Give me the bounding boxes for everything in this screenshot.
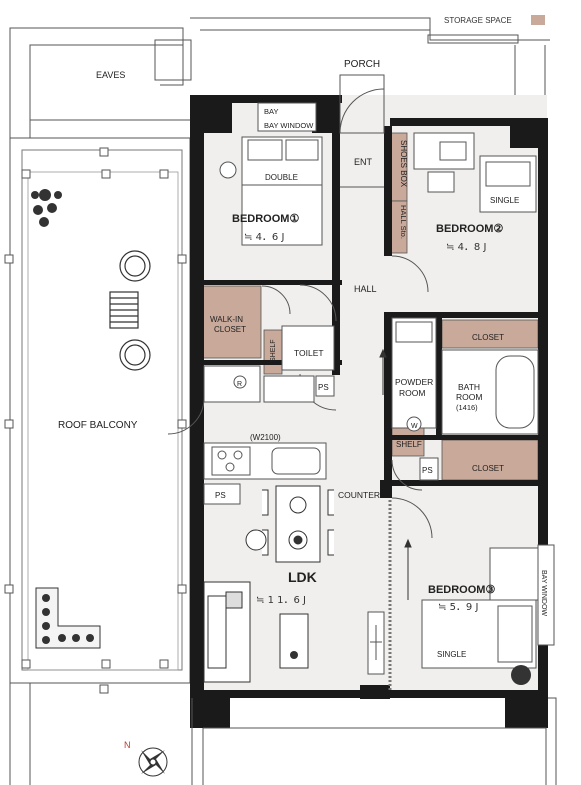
tv-board [367,611,385,675]
single-bed-3-label: SINGLE [437,650,466,659]
bay-window-right [537,544,555,646]
legend-swatch [531,15,545,25]
walk-in-closet-label-2: CLOSET [214,325,246,334]
ps-label-1: PS [318,383,329,392]
bedroom3-label: BEDROOM③ [428,584,495,596]
bottom-balcony [191,697,557,785]
bath-room-label-3: (1416) [456,403,478,412]
storage-areas [202,132,539,481]
bay-window-top-label: BAY WINDOW [264,121,314,130]
dining-set [245,485,334,563]
hall-sto-label: HALL Sto. [399,205,408,239]
roof-balcony-label: ROOF BALCONY [58,420,138,431]
laundry-area [203,365,335,403]
porch-label: PORCH [344,59,380,70]
hall-label: HALL [354,284,377,294]
r-mark: R [237,381,242,388]
bedroom3-furniture [421,547,539,669]
compass-icon [138,747,168,777]
ps-box-2 [419,457,439,481]
porch [339,74,385,188]
closet-3-label: CLOSET [472,464,504,473]
kitchen-width-label: (W2100) [250,433,281,442]
ps-label-3: PS [215,491,226,500]
double-bed-label: DOUBLE [265,173,298,182]
compass-n-label: N [124,740,131,750]
ldk-label: LDK [288,569,317,585]
ldk-area: ≒ 1 1．6 J [256,595,306,606]
bedroom2-area: ≒ 4．8 J [446,242,486,253]
plant-ldk [290,651,298,659]
ent-label: ENT [354,157,373,167]
bath-room-label-2: ROOM [456,392,482,402]
powder-room [391,317,437,432]
walls [190,95,548,728]
bedroom3-arrow [404,538,412,600]
legend-label: STORAGE SPACE [444,16,512,25]
kitchen [203,442,327,505]
bedroom3-area: ≒ 5．9 J [438,602,478,613]
single-bed-2-label: SINGLE [490,196,519,205]
coffee-table [279,613,309,669]
roof-balcony [4,137,191,694]
bedroom1-label: BEDROOM① [232,213,299,225]
toilet-room [281,325,335,371]
bay-window-top-label-1: BAY [264,107,278,116]
bedroom2-label: BEDROOM② [436,223,503,235]
double-bed [219,136,323,246]
bath-room [441,349,539,435]
bay-window-top [257,102,317,132]
plant-bedroom3 [511,665,531,685]
powder-room-label-1: POWDER [395,377,433,387]
ps-label-2: PS [422,466,433,475]
counter-label: COUNTER [338,490,380,500]
toilet-shelf-label: SHELF [270,339,277,362]
bath-room-label-1: BATH [458,382,480,392]
bay-window-right-label: BAY WINDOW [540,570,547,616]
shoes-box-label: SHOES BOX [399,140,408,188]
powder-room-label-2: ROOM [399,388,425,398]
closet-2-label: CLOSET [472,333,504,342]
powder-shelf-label: SHELF [396,440,422,449]
walk-in-closet-label-1: WALK-IN [210,315,243,324]
bedroom1-area: ≒ 4．6 J [244,232,284,243]
sofa [203,581,251,683]
eaves-label: EAVES [96,70,125,80]
w-mark: W [411,423,418,430]
hall-arrow [379,348,387,395]
bedroom2-furniture [413,132,537,213]
toilet-label: TOILET [294,348,324,358]
